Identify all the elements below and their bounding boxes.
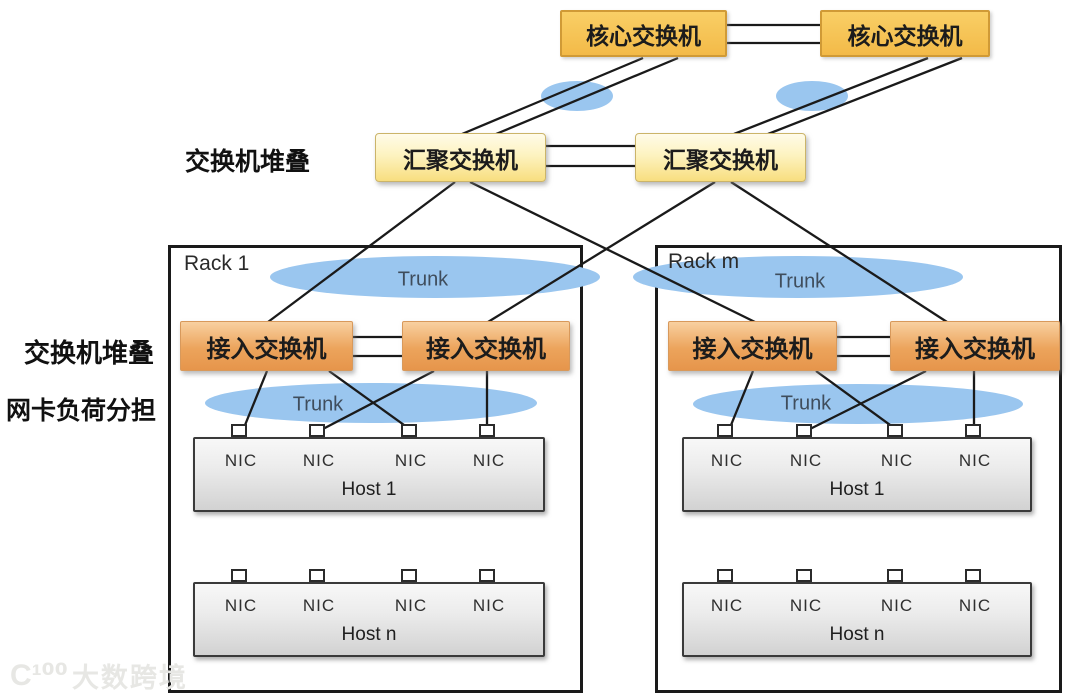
nic-label: NIC <box>224 451 258 470</box>
link-line <box>469 180 756 324</box>
link-line <box>767 56 963 136</box>
host-name: Host n <box>829 624 885 645</box>
rack-m-title: Rack m <box>668 250 740 273</box>
side-label-nic-load-sharing: 网卡负荷分担 <box>6 398 157 425</box>
nic-connector <box>717 569 733 582</box>
trunk-ellipses <box>205 81 1023 424</box>
link-line <box>807 369 927 432</box>
nic-connector <box>231 569 247 582</box>
nic-label: NIC <box>789 451 823 470</box>
nic-connector <box>401 569 417 582</box>
trunk-ellipse <box>541 81 613 111</box>
rack1-access-switch-1: 接入交换机 <box>180 321 353 371</box>
trunk-label-rack1-top: Trunk <box>397 268 449 291</box>
aggregation-switch-label: 汇聚交换机 <box>663 147 778 173</box>
nic-label: NIC <box>394 451 428 470</box>
core-switch-1: 核心交换机 <box>560 10 727 57</box>
nic-connector <box>309 569 325 582</box>
core-switch-label: 核心交换机 <box>847 23 963 49</box>
watermark-text: 大数跨境 <box>71 663 188 693</box>
trunk-ellipse <box>633 256 963 298</box>
rackm-host-n: NIC NIC NIC NIC Host n <box>682 582 1032 657</box>
trunk-label-rackm-bottom: Trunk <box>780 392 832 415</box>
trunk-label-rack1-bottom: Trunk <box>292 393 344 416</box>
nic-connector <box>887 424 903 437</box>
watermark-logo-icon: C¹⁰⁰ <box>10 658 68 692</box>
nic-connector <box>479 424 495 437</box>
nic-label: NIC <box>472 451 506 470</box>
trunk-ellipse <box>776 81 848 111</box>
link-line <box>461 56 644 136</box>
aggregation-switch-2: 汇聚交换机 <box>635 133 806 182</box>
nic-label: NIC <box>224 596 258 615</box>
nic-label: NIC <box>472 596 506 615</box>
link-line <box>320 369 435 432</box>
trunk-ellipse <box>270 256 600 298</box>
nic-label: NIC <box>302 596 336 615</box>
link-line <box>815 370 898 431</box>
host-name: Host 1 <box>341 479 397 500</box>
rack1-access-switch-2: 接入交换机 <box>402 321 570 371</box>
host-name: Host 1 <box>829 479 885 500</box>
nic-label: NIC <box>958 596 992 615</box>
link-line <box>267 181 456 323</box>
host-name: Host n <box>341 624 397 645</box>
trunk-label-rackm-top: Trunk <box>774 270 826 293</box>
nic-label: NIC <box>394 596 428 615</box>
link-line <box>733 56 929 136</box>
nic-connector <box>401 424 417 437</box>
rack-1-title: Rack 1 <box>184 252 250 275</box>
access-switch-label: 接入交换机 <box>426 336 546 363</box>
rackm-access-switch-2: 接入交换机 <box>890 321 1060 371</box>
access-switch-label: 接入交换机 <box>692 336 813 363</box>
aggregation-switch-1: 汇聚交换机 <box>375 133 546 182</box>
nic-label: NIC <box>958 451 992 470</box>
nic-connector <box>965 569 981 582</box>
nic-label: NIC <box>302 451 336 470</box>
access-switch-label: 接入交换机 <box>206 336 327 363</box>
side-label-switch-stack-mid: 交换机堆叠 <box>24 339 155 368</box>
nic-label: NIC <box>710 451 744 470</box>
link-line <box>328 370 412 431</box>
nic-connector <box>717 424 733 437</box>
rack1-host-n: NIC NIC NIC NIC Host n <box>193 582 545 657</box>
nic-connector <box>887 569 903 582</box>
access-switch-label: 接入交换机 <box>915 336 1035 363</box>
link-line <box>727 370 755 431</box>
core-switch-2: 核心交换机 <box>820 10 990 57</box>
nic-connector <box>231 424 247 437</box>
side-label-switch-stack-top: 交换机堆叠 <box>185 149 311 176</box>
nic-connector <box>796 569 812 582</box>
nic-label: NIC <box>880 596 914 615</box>
link-line <box>241 370 269 431</box>
nic-connector <box>796 424 812 437</box>
watermark: C¹⁰⁰ 大数跨境 <box>10 656 188 695</box>
nic-label: NIC <box>880 451 914 470</box>
nic-connector <box>479 569 495 582</box>
nic-label: NIC <box>710 596 744 615</box>
rack1-host-1: NIC NIC NIC NIC Host 1 <box>193 437 545 512</box>
rackm-host-1: NIC NIC NIC NIC Host 1 <box>682 437 1032 512</box>
link-line <box>487 181 716 323</box>
link-line <box>730 181 948 323</box>
core-switch-label: 核心交换机 <box>586 23 701 49</box>
link-line <box>495 56 679 136</box>
nic-label: NIC <box>789 596 823 615</box>
links <box>241 23 976 432</box>
rackm-access-switch-1: 接入交换机 <box>668 321 837 371</box>
aggregation-switch-label: 汇聚交换机 <box>403 147 518 173</box>
nic-connector <box>965 424 981 437</box>
nic-connector <box>309 424 325 437</box>
